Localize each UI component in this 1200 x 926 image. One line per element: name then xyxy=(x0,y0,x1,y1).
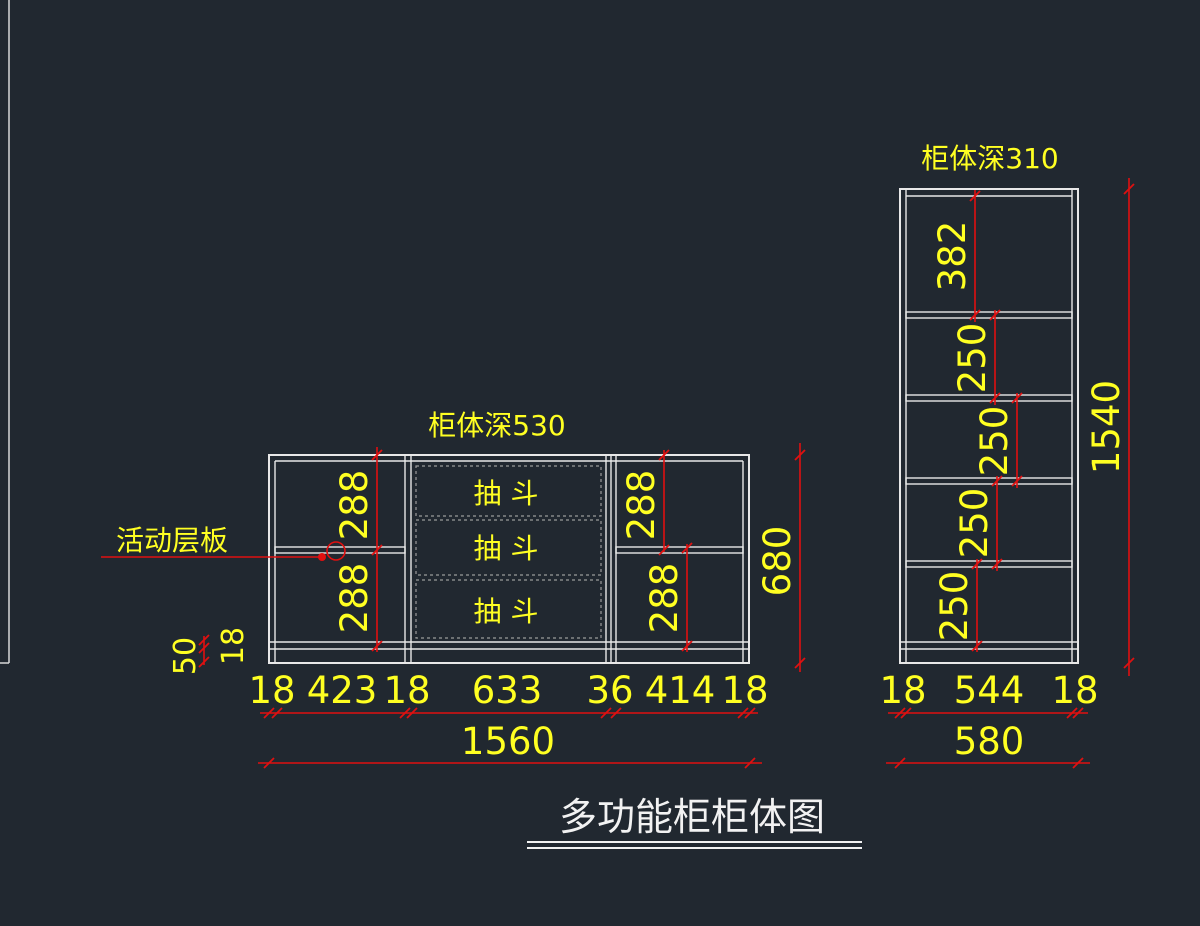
drawer-label-1: 抽 斗 xyxy=(474,477,539,510)
tall-shelf-4 xyxy=(905,560,1073,568)
drawer-2 xyxy=(415,519,602,576)
tall-cabinet-depth-label: 柜体深310 xyxy=(921,142,1058,175)
tall-height-3: 250 xyxy=(973,406,1016,477)
low-cabinet-total-height-dim: 680 xyxy=(756,443,806,672)
tall-width-seg-3: 18 xyxy=(1051,669,1098,712)
drawer-label-3: 抽 斗 xyxy=(474,595,539,628)
drawer-1 xyxy=(415,465,602,517)
width-seg-7: 18 xyxy=(721,669,768,712)
tall-height-5: 250 xyxy=(933,571,976,642)
low-total-width-dim: 1560 xyxy=(258,720,762,769)
tall-total-height: 1540 xyxy=(1085,380,1128,474)
low-cabinet: 抽 斗 抽 斗 抽 斗 柜体深530 活动层板 288 288 xyxy=(101,409,806,769)
width-seg-6: 414 xyxy=(645,669,716,712)
drawer-label-2: 抽 斗 xyxy=(474,532,539,565)
tall-total-width-dim: 580 xyxy=(886,720,1090,769)
width-seg-4: 633 xyxy=(472,669,543,712)
low-cabinet-depth-label: 柜体深530 xyxy=(428,409,565,442)
drawing-title: 多功能柜柜体图 xyxy=(559,795,825,839)
low-width-chain-dim: 18 423 18 633 36 414 18 xyxy=(248,669,769,719)
left-upper-height: 288 xyxy=(333,470,376,541)
tall-shelf-1 xyxy=(905,311,1073,319)
plinth-height: 50 xyxy=(168,637,203,675)
left-edge-frame xyxy=(0,0,10,664)
right-bay-height-dims: 288 288 xyxy=(620,449,693,652)
tall-shelf-2 xyxy=(905,394,1073,402)
left-bay-height-dims: 288 288 xyxy=(333,447,383,652)
low-total-height: 680 xyxy=(756,526,799,597)
tall-cabinet-outline xyxy=(899,188,1079,664)
low-total-width: 1560 xyxy=(461,720,555,763)
tall-height-2: 250 xyxy=(951,323,994,394)
width-seg-2: 423 xyxy=(307,669,378,712)
right-upper-height: 288 xyxy=(620,470,663,541)
width-seg-1: 18 xyxy=(248,669,295,712)
tall-shelf-3 xyxy=(905,477,1073,485)
left-adjustable-shelf xyxy=(274,546,406,554)
tall-width-seg-2: 544 xyxy=(954,669,1025,712)
tall-width-chain-dim: 18 544 18 xyxy=(879,669,1099,719)
tall-height-1: 382 xyxy=(931,221,974,292)
tall-height-4: 250 xyxy=(953,488,996,559)
left-lower-height: 288 xyxy=(333,563,376,634)
tall-shelf-height-dims: 382 250 250 250 250 xyxy=(931,190,1023,652)
low-cabinet-outline xyxy=(268,454,750,664)
tall-cabinet: 柜体深310 382 250 250 250 250 xyxy=(879,142,1135,769)
callout-label: 活动层板 xyxy=(116,524,228,557)
tall-width-seg-1: 18 xyxy=(879,669,926,712)
bottom-panel-thickness: 18 xyxy=(216,627,251,665)
tall-total-width: 580 xyxy=(954,720,1025,763)
drawer-3 xyxy=(415,579,602,639)
tall-total-height-dim: 1540 xyxy=(1085,178,1135,676)
right-lower-height: 288 xyxy=(643,563,686,634)
width-seg-5: 36 xyxy=(586,669,633,712)
right-adjustable-shelf xyxy=(615,546,744,554)
adjustable-shelf-callout: 活动层板 xyxy=(101,524,346,561)
drawing-title-block: 多功能柜柜体图 xyxy=(527,795,862,849)
width-seg-3: 18 xyxy=(383,669,430,712)
base-dims: 50 18 xyxy=(168,627,251,675)
